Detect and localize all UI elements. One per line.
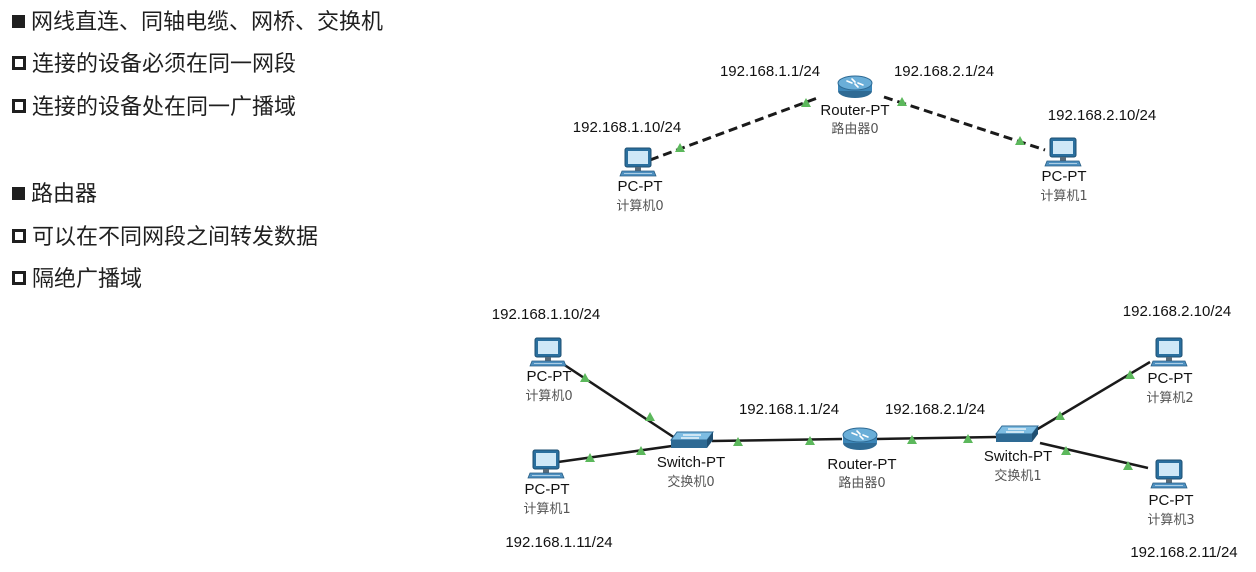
device-name-label: 路由器0 [838,475,885,491]
top-network: Router-PT 路由器0 192.168.1.1/24 192.168.2.… [573,63,1156,214]
device-type-label: Switch-PT [984,448,1052,465]
ethernet-link [1035,360,1151,432]
device-type-label: PC-PT [1042,168,1087,185]
device-type-label: PC-PT [1149,492,1194,509]
ethernet-link [711,437,843,443]
filled-square-icon [12,187,25,200]
pc-0[interactable]: PC-PT 计算机0 [525,337,573,404]
ethernet-link [875,435,997,441]
device-type-label: PC-PT [1148,370,1193,387]
device-type-label: PC-PT [525,481,570,498]
bullet-item: 连接的设备必须在同一网段 [12,50,296,80]
switch-1[interactable]: Switch-PT 交换机1 [984,425,1052,484]
bullet-text: 可以在不同网段之间转发数据 [32,225,319,250]
device-name-label: 计算机0 [616,199,663,214]
bullet-item: 网线直连、同轴电缆、网桥、交换机 [12,8,383,38]
pc-icon [529,337,567,367]
pc-1[interactable]: PC-PT 计算机1 [523,449,571,517]
ip-label: 192.168.2.1/24 [894,63,994,80]
ip-label: 192.168.2.11/24 [1130,544,1237,561]
pc-3[interactable]: PC-PT 计算机3 [1147,459,1195,528]
pc-icon [527,449,565,479]
pc-icon [1150,459,1188,489]
ethernet-link [559,360,679,442]
ip-label: 192.168.1.10/24 [492,306,600,323]
bullet-text: 网线直连、同轴电缆、网桥、交换机 [31,10,384,35]
ip-label: 192.168.1.1/24 [720,63,820,80]
pc-icon [1150,337,1188,367]
device-type-label: Router-PT [827,456,896,473]
bullet-item: 可以在不同网段之间转发数据 [12,223,318,253]
router-icon [842,427,878,451]
ip-label: 192.168.2.10/24 [1123,303,1231,320]
ip-label: 192.168.1.10/24 [573,119,681,136]
bullet-item: 连接的设备处在同一广播域 [12,93,296,123]
device-name-label: 路由器0 [831,121,878,137]
bottom-network: PC-PT 计算机0 192.168.1.10/24 PC-PT 计算机1 19… [492,303,1238,561]
hollow-square-icon [12,229,26,243]
device-name-label: 交换机0 [667,474,714,490]
hollow-square-icon [12,271,26,285]
pc-icon [1044,137,1082,167]
bullet-item: 路由器 [12,180,97,210]
ip-label: 192.168.1.11/24 [505,534,612,551]
hollow-square-icon [12,56,26,70]
link-indicator [1015,136,1025,145]
device-name-label: 计算机0 [525,389,572,404]
pc-0[interactable]: PC-PT 计算机0 [616,147,664,214]
device-type-label: Router-PT [820,102,889,119]
device-type-label: PC-PT [527,368,572,385]
router-icon [837,75,873,99]
filled-square-icon [12,15,25,28]
device-name-label: 计算机3 [1147,513,1194,528]
bullet-text: 路由器 [31,182,98,207]
router-0[interactable]: Router-PT 路由器0 [820,75,890,137]
pc-icon [619,147,657,177]
switch-icon [995,425,1039,443]
hollow-square-icon [12,99,26,113]
router-0[interactable]: Router-PT 路由器0 [827,427,897,491]
link-indicator [645,412,655,421]
concept-bullet-list: 网线直连、同轴电缆、网桥、交换机 连接的设备必须在同一网段 连接的设备处在同一广… [12,0,472,300]
device-name-label: 计算机1 [1040,189,1087,204]
ip-label: 192.168.1.1/24 [739,401,839,418]
ip-label: 192.168.2.10/24 [1048,107,1156,124]
ethernet-link [1039,441,1149,470]
pc-2[interactable]: PC-PT 计算机2 [1146,337,1194,406]
device-name-label: 交换机1 [994,468,1041,484]
pc-1[interactable]: PC-PT 计算机1 [1040,137,1088,204]
bullet-item: 隔绝广播域 [12,265,142,295]
bullet-text: 隔绝广播域 [32,267,143,292]
switch-icon [670,431,714,449]
bullet-text: 连接的设备处在同一广播域 [32,95,297,120]
bullet-text: 连接的设备必须在同一网段 [32,52,297,77]
ethernet-link [557,444,673,464]
device-name-label: 计算机1 [523,502,570,517]
ip-label: 192.168.2.1/24 [885,401,985,418]
device-name-label: 计算机2 [1146,391,1193,406]
device-type-label: PC-PT [618,178,663,195]
device-type-label: Switch-PT [657,454,725,471]
switch-0[interactable]: Switch-PT 交换机0 [657,431,725,490]
